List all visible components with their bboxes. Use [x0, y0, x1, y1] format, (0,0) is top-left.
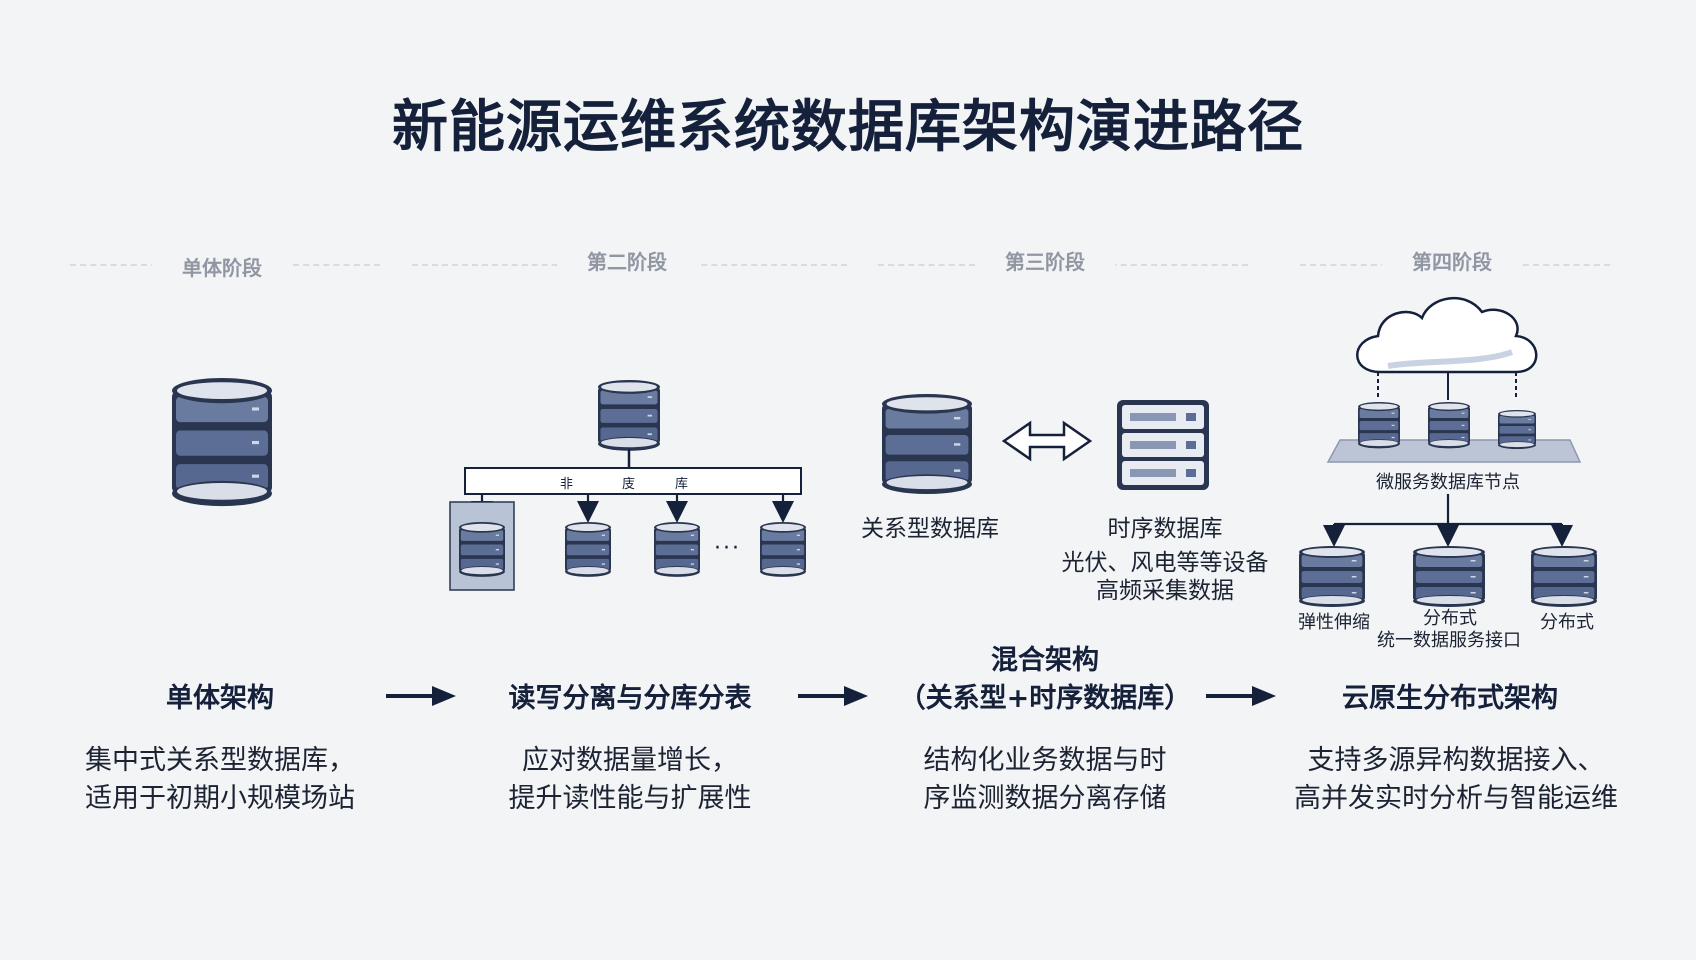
router-char: 非: [560, 477, 574, 492]
monolith-database-icon: [172, 378, 272, 507]
platform-database-icon: [1428, 402, 1470, 449]
stage-arrow-icon: [386, 686, 456, 706]
timeseries-desc-line: 高频采集数据: [1096, 578, 1234, 604]
router-char: 庋: [622, 477, 636, 492]
shard-database-icon: [459, 522, 505, 577]
cloud-links: [1377, 372, 1517, 400]
stage-label-4: 第四阶段: [1382, 246, 1522, 275]
shard-database-icon: [565, 522, 611, 577]
arch-name-1: 单体架构: [166, 683, 274, 714]
stage-label-1: 单体阶段: [152, 252, 292, 281]
stage-label-2: 第二阶段: [557, 246, 697, 275]
arch-name-3-line2: （关系型+时序数据库）: [898, 683, 1192, 714]
desc-line: 适用于初期小规模场站: [85, 783, 355, 814]
platform-label: 微服务数据库节点: [1376, 472, 1520, 493]
stage-arrow-icon: [798, 686, 868, 706]
master-database-icon: [598, 380, 660, 451]
desc-line: 高并发实时分析与智能运维: [1294, 783, 1618, 814]
desc-line: 序监测数据分离存储: [923, 783, 1167, 814]
shard-database-icon: [760, 522, 806, 577]
router-bar: [464, 467, 802, 495]
stage-arrow-icon: [1206, 686, 1276, 706]
desc-line: 提升读性能与扩展性: [508, 783, 752, 814]
distributed-database-icon: [1413, 546, 1485, 607]
arch-name-2: 读写分离与分库分表: [508, 683, 752, 714]
distributed-database-icon: [1299, 546, 1365, 607]
timeseries-db-label: 时序数据库: [1107, 516, 1223, 542]
node-label: 统一数据服务接口: [1377, 630, 1521, 651]
platform-database-icon: [1358, 402, 1400, 449]
node-label: 分布式: [1540, 612, 1594, 633]
relational-database-icon: [882, 394, 972, 495]
desc-line: 支持多源异构数据接入、: [1307, 745, 1605, 776]
page-title: 新能源运维系统数据库架构演进路径: [392, 95, 1304, 160]
stage-label-3: 第三阶段: [975, 246, 1115, 275]
platform-database-icon: [1498, 410, 1536, 450]
desc-line: 应对数据量增长，: [522, 745, 738, 776]
shard-arrows: [471, 494, 794, 523]
timeseries-desc-line: 光伏、风电等等设备: [1061, 550, 1269, 576]
node-label: 分布式: [1423, 608, 1477, 629]
router-char: 库: [675, 477, 689, 492]
double-arrow-icon: [1001, 420, 1093, 462]
relational-db-label: 关系型数据库: [861, 516, 999, 542]
ellipsis: ···: [714, 536, 741, 561]
desc-line: 集中式关系型数据库，: [85, 745, 355, 776]
cloud-icon: [1356, 297, 1538, 374]
arch-name-3-line1: 混合架构: [991, 645, 1099, 676]
timeseries-server-icon: [1117, 400, 1209, 490]
arch-name-4: 云原生分布式架构: [1342, 683, 1558, 714]
node-label: 弹性伸缩: [1298, 612, 1370, 633]
shard-database-icon: [654, 522, 700, 577]
distribution-tree: [1323, 494, 1573, 547]
distributed-database-icon: [1531, 546, 1597, 607]
desc-line: 结构化业务数据与时: [923, 745, 1167, 776]
